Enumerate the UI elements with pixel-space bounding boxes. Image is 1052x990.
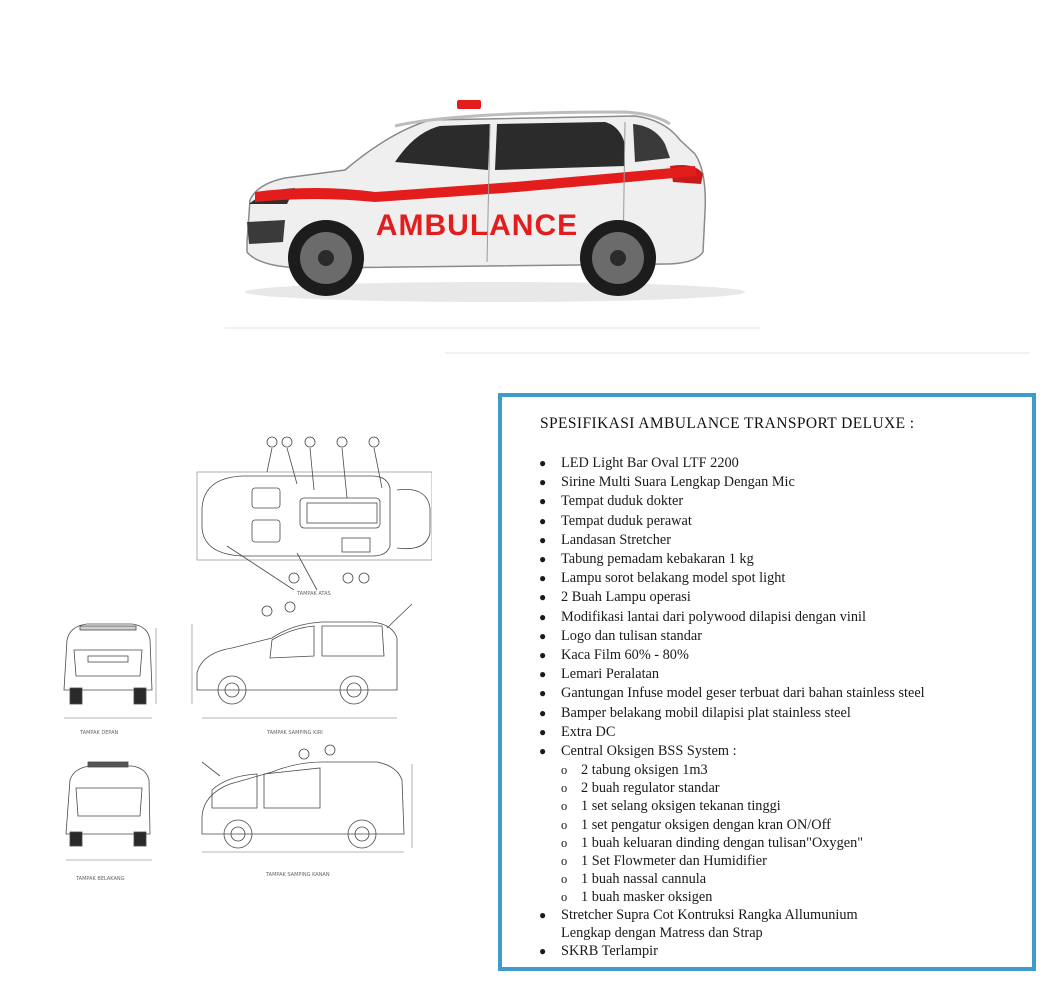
bullet-icon: ● <box>539 705 547 720</box>
front-view-drawing: TAMPAK DEPAN <box>63 623 157 736</box>
spec-item: ●Landasan Stretcher <box>537 531 981 550</box>
bullet-icon: ● <box>539 513 547 528</box>
spec-item: ●Tempat duduk dokter <box>537 492 981 511</box>
spec-item: ●Tempat duduk perawat <box>537 512 981 531</box>
circle-bullet-icon: o <box>561 871 568 886</box>
divider-line <box>225 327 760 329</box>
ambulance-photo: AMBULANCE <box>225 92 770 327</box>
svg-text:TAMPAK DEPAN: TAMPAK DEPAN <box>79 730 119 736</box>
specification-box: SPESIFIKASI AMBULANCE TRANSPORT DELUXE :… <box>498 393 1036 971</box>
top-view-drawing: TAMPAK ATAS <box>196 436 432 597</box>
circle-bullet-icon: o <box>561 817 568 832</box>
spec-item: ●Lampu sorot belakang model spot light <box>537 569 981 588</box>
svg-text:TAMPAK ATAS: TAMPAK ATAS <box>296 591 331 597</box>
side-view-drawing: TAMPAK SAMPING KIRI <box>191 601 413 736</box>
spec-item: ●Kaca Film 60% - 80% <box>537 646 981 665</box>
circle-bullet-icon: o <box>561 835 568 850</box>
bullet-icon: ● <box>539 944 547 958</box>
spec-item: ●Bamper belakang mobil dilapisi plat sta… <box>537 704 981 723</box>
red-stripe <box>255 166 697 202</box>
bullet-icon: ● <box>539 590 547 605</box>
spec-item: ●Modifikasi lantai dari polywood dilapis… <box>537 608 981 627</box>
spec-item: ●SKRB Terlampir <box>537 942 981 961</box>
bullet-icon: ● <box>539 628 547 643</box>
svg-text:TAMPAK SAMPING KANAN: TAMPAK SAMPING KANAN <box>265 872 330 878</box>
spec-item: ●2 Buah Lampu operasi <box>537 588 981 607</box>
bullet-icon: ● <box>539 532 547 547</box>
rear-wheel <box>580 220 656 296</box>
bullet-icon: ● <box>539 475 547 490</box>
bullet-icon: ● <box>539 552 547 567</box>
front-wheel <box>288 220 364 296</box>
bullet-icon: ● <box>539 667 547 682</box>
spec-list: ●LED Light Bar Oval LTF 2200 ●Sirine Mul… <box>537 454 981 961</box>
circle-bullet-icon: o <box>561 853 568 868</box>
circle-bullet-icon: o <box>561 763 568 778</box>
spec-item: ●Stretcher Supra Cot Kontruksi Rangka Al… <box>539 907 858 941</box>
bullet-icon: ● <box>539 609 547 624</box>
svg-text:TAMPAK SAMPING KIRI: TAMPAK SAMPING KIRI <box>266 730 323 736</box>
spec-item: ●Sirine Multi Suara Lengkap Dengan Mic <box>537 473 981 492</box>
spec-title: SPESIFIKASI AMBULANCE TRANSPORT DELUXE : <box>540 415 915 432</box>
spec-item: ●Central Oksigen BSS System : <box>537 742 981 761</box>
bullet-icon: ● <box>539 908 547 922</box>
ambulance-lettering: AMBULANCE <box>376 209 578 242</box>
spec-item: ●Lemari Peralatan <box>537 665 981 684</box>
bullet-icon: ● <box>539 724 547 739</box>
spec-item: ●LED Light Bar Oval LTF 2200 <box>537 454 981 473</box>
spec-item: ●Logo dan tulisan standar <box>537 627 981 646</box>
bullet-icon: ● <box>539 494 547 509</box>
svg-text:TAMPAK BELAKANG: TAMPAK BELAKANG <box>75 876 125 882</box>
divider-line <box>445 352 1030 354</box>
circle-bullet-icon: o <box>561 799 568 814</box>
technical-drawings: TAMPAK ATAS TAMPAK DEPAN TAMPAK SAMPING <box>52 428 432 890</box>
bullet-icon: ● <box>539 686 547 701</box>
beacon-light <box>457 100 481 109</box>
rear-view-drawing: TAMPAK BELAKANG <box>65 761 152 882</box>
circle-bullet-icon: o <box>561 889 568 904</box>
side-view-right-drawing: TAMPAK SAMPING KANAN <box>201 744 413 878</box>
bullet-icon: ● <box>539 744 547 759</box>
spec-item: ●Tabung pemadam kebakaran 1 kg <box>537 550 981 569</box>
spec-item: ●Gantungan Infuse model geser terbuat da… <box>537 684 981 703</box>
circle-bullet-icon: o <box>561 781 568 796</box>
bullet-icon: ● <box>539 456 547 470</box>
spec-item: ●Extra DC <box>537 723 981 742</box>
bullet-icon: ● <box>539 648 547 663</box>
bullet-icon: ● <box>539 571 547 586</box>
